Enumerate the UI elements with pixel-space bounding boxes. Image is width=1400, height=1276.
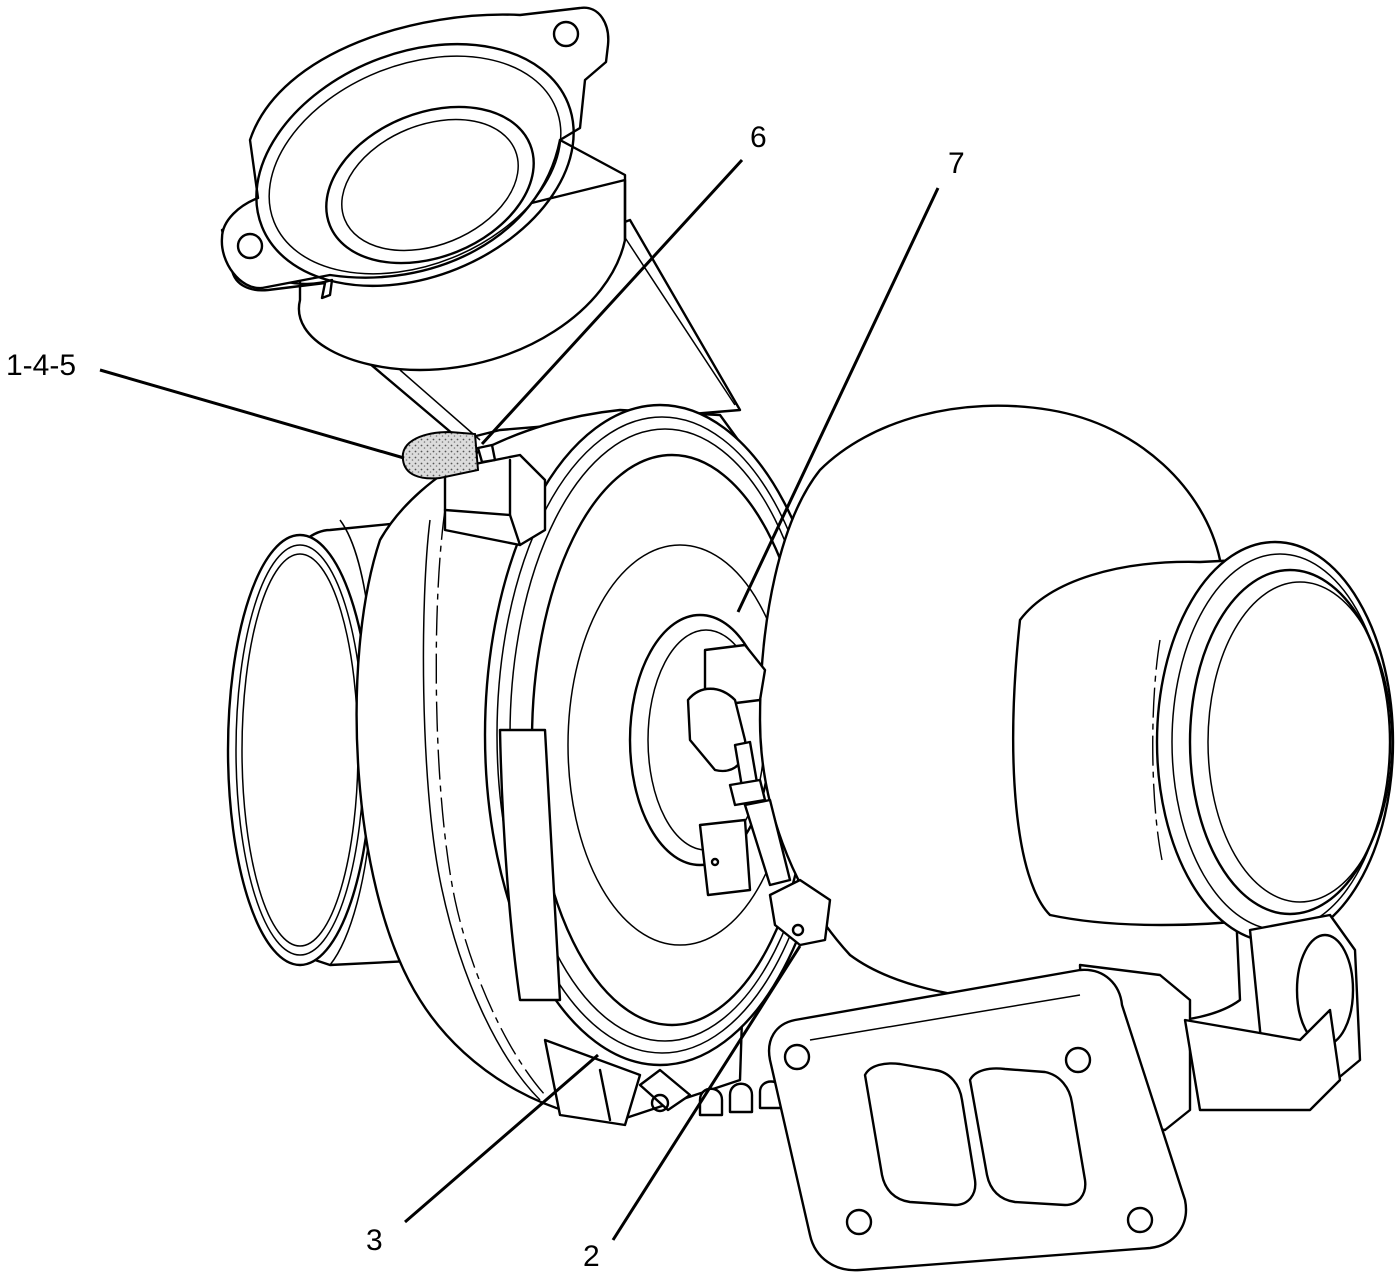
inlet-fitting <box>443 443 547 547</box>
leader-line-6 <box>480 158 744 446</box>
leader-line-2 <box>611 945 802 1241</box>
turbine-inlet-flange <box>767 913 1362 1272</box>
callout-label-7: 7 <box>948 147 965 180</box>
callout-label-2: 2 <box>583 1240 600 1273</box>
sealant-applicator <box>401 430 480 480</box>
flange-bolt-hole <box>845 1208 873 1236</box>
callout-label-6: 6 <box>750 121 767 154</box>
callout-label-3: 3 <box>366 1224 383 1257</box>
callout-labels: 1-4-5 6 7 3 2 <box>6 121 965 1273</box>
callout-label-1-4-5: 1-4-5 <box>6 349 76 382</box>
leader-line-3 <box>404 1053 599 1224</box>
flange-bolt-hole <box>783 1043 811 1071</box>
flange-bolt-hole <box>236 232 264 260</box>
leader-line-7 <box>736 187 940 613</box>
flange-bolt-hole <box>1064 1046 1092 1074</box>
leader-line-1-4-5 <box>99 368 405 460</box>
turbine-housing <box>758 404 1395 1024</box>
leader-lines <box>99 158 940 1241</box>
inlet-elbow <box>220 6 742 442</box>
oil-line-fittings <box>686 643 832 947</box>
flange-bolt-hole <box>1126 1206 1154 1234</box>
flange-bolt-hole <box>552 20 580 48</box>
